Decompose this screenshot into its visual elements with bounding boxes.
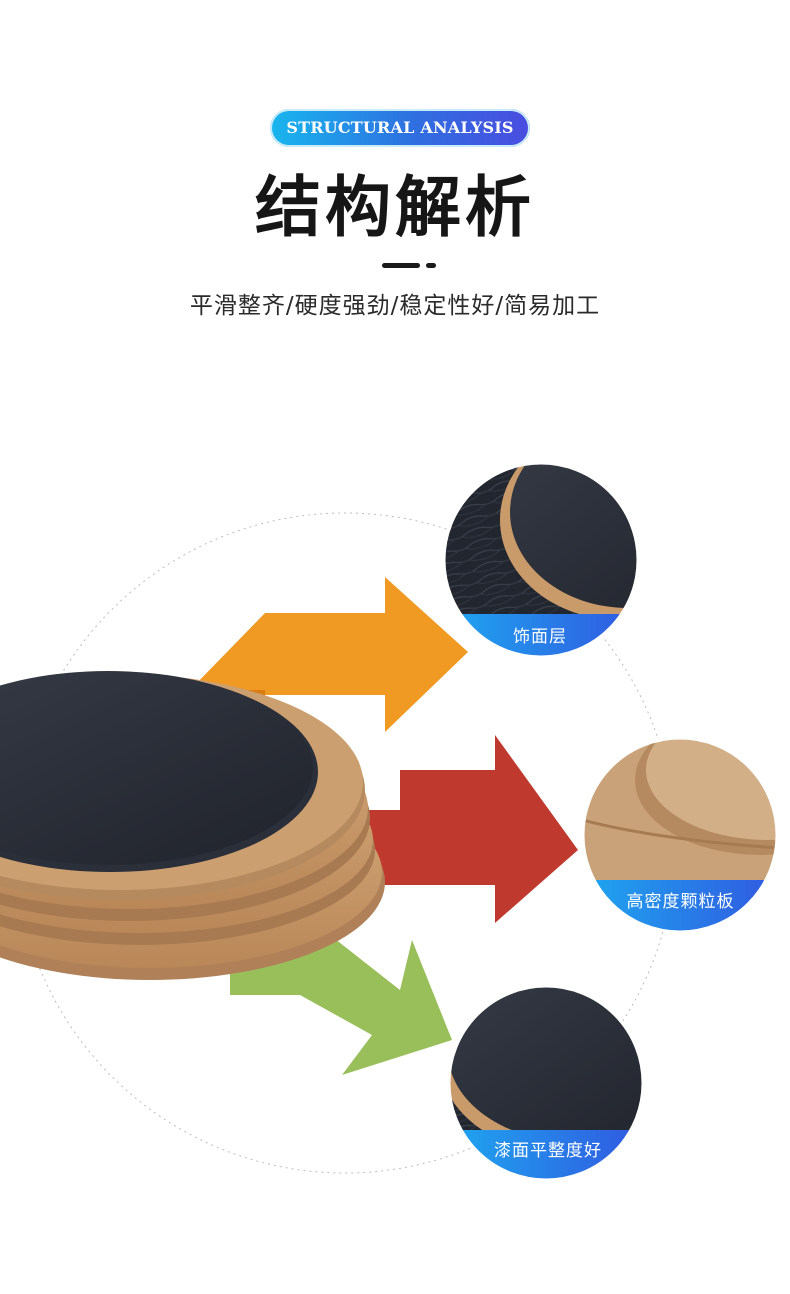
green-arrow (230, 935, 452, 1075)
page-subtitle: 平滑整齐/硬度强劲/稳定性好/简易加工 (189, 293, 601, 319)
red-arrow (355, 735, 578, 923)
title-underline (382, 263, 420, 268)
callout-label-board: 高密度颗粒板 (626, 892, 735, 912)
title-underline-dot (426, 263, 436, 268)
stacked-boards (0, 671, 385, 980)
callout-label-veneer: 饰面层 (513, 627, 567, 647)
callout-label-paint: 漆面平整度好 (494, 1141, 602, 1161)
page-title: 结构解析 (255, 169, 535, 246)
section-badge: STRUCTURAL ANALYSIS (270, 109, 530, 147)
